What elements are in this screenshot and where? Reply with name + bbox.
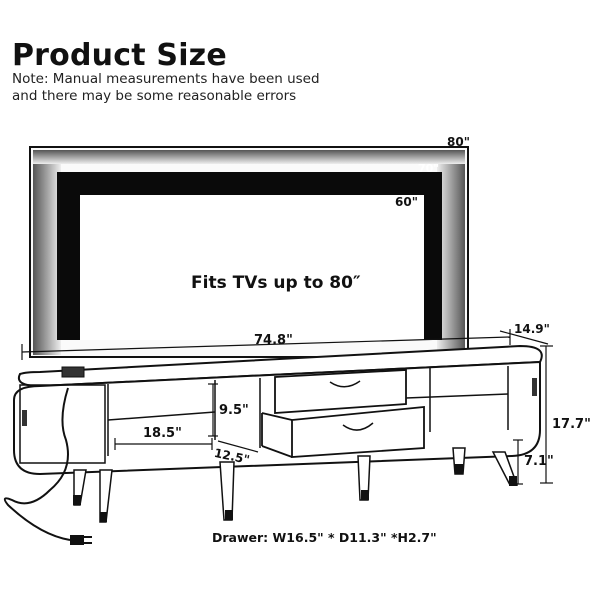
shelf-height-label: 9.5" [219, 403, 249, 418]
leg-height-label: 7.1" [524, 454, 554, 469]
shelf-height-dimension-line [208, 383, 218, 437]
tv-70-label: 70" [418, 162, 439, 175]
drawer-handle-top [329, 380, 361, 388]
stand-compartments [19, 366, 509, 464]
tv-80-label: 80" [447, 135, 470, 149]
height-dimension-line [540, 345, 553, 484]
length-label: 74.8" [254, 333, 293, 348]
power-plug-icon [70, 535, 92, 545]
power-cord [3, 387, 71, 541]
shelf-depth-dimension-line [217, 440, 259, 453]
tv-70-frame [57, 172, 442, 340]
tv-60-screen [80, 195, 424, 340]
drawers [261, 369, 425, 458]
shelf-width-dimension-line [114, 438, 213, 450]
shelf-width-label: 18.5" [143, 426, 182, 441]
drawer-spec-text: Drawer: W16.5" * D11.3" *H2.7" [212, 530, 437, 545]
leg-caps [73, 464, 517, 522]
right-side-studs [532, 378, 537, 396]
height-label: 17.7" [552, 417, 591, 432]
tv-60-label: 60" [395, 195, 418, 209]
length-dimension-line [21, 329, 511, 360]
fit-tv-text: Fits TVs up to 80″ [191, 273, 361, 293]
power-outlet-icon [61, 366, 85, 378]
depth-dimension-line [499, 330, 549, 345]
depth-label: 14.9" [514, 322, 550, 336]
leg-height-dimension-line [513, 439, 523, 485]
page-title: Product Size [12, 38, 227, 73]
left-side-studs [22, 410, 27, 426]
measurement-note: Note: Manual measurements have been used… [12, 71, 320, 104]
drawer-handle-bottom [342, 422, 374, 431]
